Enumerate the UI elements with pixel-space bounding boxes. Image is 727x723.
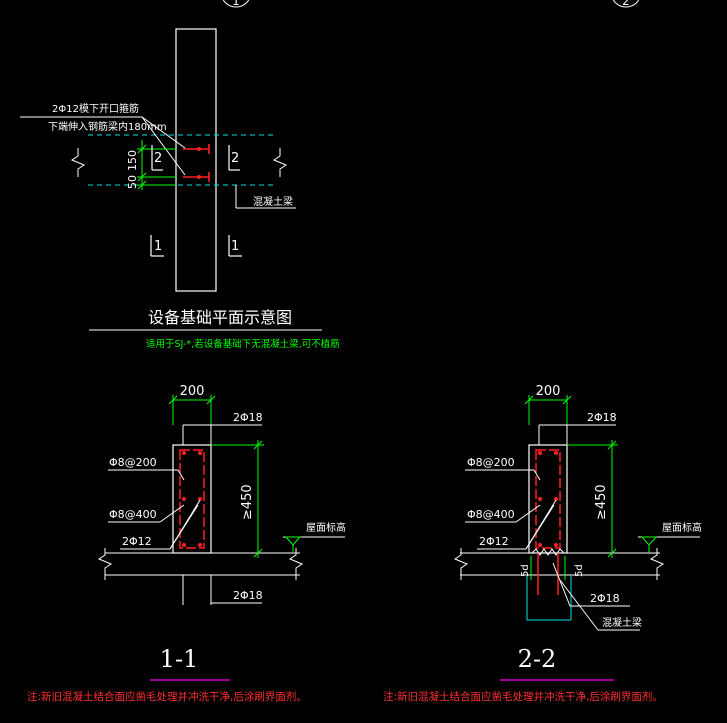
s2-top-bar: 2Φ18 [587,411,617,424]
s1-floor-label: 屋面标高 [306,521,346,534]
s1-width-dim: 200 [180,384,205,399]
s2-note: 注:新旧混凝土结合面应凿毛处理并冲洗干净,后涂刷界面剂。 [383,690,663,703]
s2-label: 2-2 [518,645,557,673]
plan-dimension [137,140,176,190]
s2-rough-interface [531,548,565,556]
callout-text-2: 下端伸入钢筋梁内180mm [48,120,167,133]
cut-1-left-label: 1 [154,239,162,254]
dim-150: 150 [126,150,139,171]
s2-height-dim: ≥450 [594,484,609,520]
axis-bubble-1: 1 [222,0,250,8]
callout-text-1: 2Φ12模下开口箍筋 [52,102,139,115]
section-2-2: 200 5d 5d ≥450 [383,384,702,703]
s1-height-dim: ≥450 [240,484,255,520]
s1-stirrup-1: Φ8@200 [109,456,157,469]
s1-pedestal [172,444,212,554]
cut-2-left-label: 2 [154,151,162,166]
s1-level-symbol [284,536,302,546]
s1-label: 1-1 [160,645,199,673]
break-mark-left [70,148,86,177]
plan-column [175,28,217,292]
beam-label: 混凝土梁 [253,195,293,208]
s1-top-bar: 2Φ18 [233,411,263,424]
s2-beam-label: 混凝土梁 [602,616,642,629]
s2-stirrup-1: Φ8@200 [467,456,515,469]
axis-bubble-2: 2 [612,0,640,8]
section-1-1: 200 ≥450 2Φ18 Φ8@200 [27,384,346,703]
s1-stirrup [179,449,205,549]
s2-width-dim: 200 [536,384,561,399]
plan-view: 2Φ12模下开口箍筋 下端伸入钢筋梁内180mm 150 50 2 2 混凝土梁… [20,28,340,350]
s2-pedestal [528,444,568,554]
cut-1-right-label: 1 [231,239,239,254]
plan-title: 设备基础平面示意图 [148,308,292,327]
plan-note: 适用于SJ-*,若设备基础下无混凝土梁,可不植筋 [146,338,340,350]
svg-text:2: 2 [622,0,630,8]
plan-rebar [183,144,210,182]
s1-note: 注:新旧混凝土结合面应凿毛处理并冲洗干净,后涂刷界面剂。 [27,690,307,703]
s2-floor-label: 屋面标高 [662,521,702,534]
cut-2-right-label: 2 [231,151,239,166]
s2-stirrup [535,449,561,549]
s2-side-bar: 2Φ12 [479,535,509,548]
callout-leader-2 [141,116,186,149]
dim-50: 50 [126,175,139,189]
break-mark-right [272,148,288,177]
s2-bottom-bar: 2Φ18 [590,592,620,605]
callout-leader [141,116,186,176]
s1-side-bar: 2Φ12 [122,535,152,548]
svg-text:1: 1 [232,0,240,8]
s1-bottom-bar: 2Φ18 [233,589,263,602]
s2-stirrup-2: Φ8@400 [467,508,515,521]
s2-anchor-right: 5d [574,564,585,577]
s2-anchor-left: 5d [520,564,531,577]
s1-stirrup-2: Φ8@400 [109,508,157,521]
